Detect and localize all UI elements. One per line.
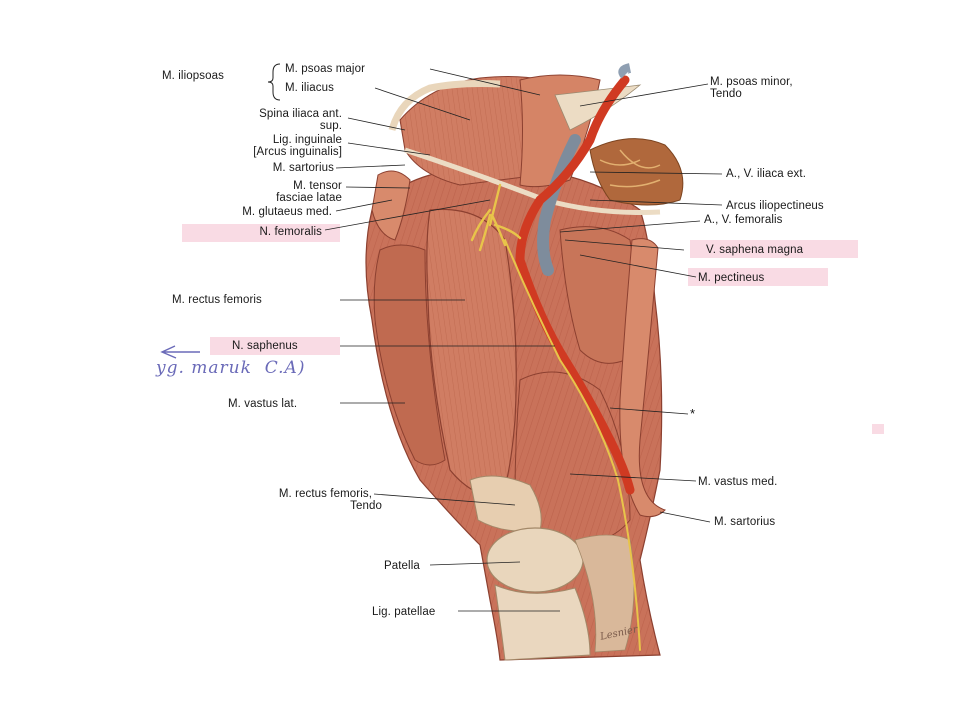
label-iliacus: M. iliacus <box>285 82 334 94</box>
label-psoas-minor-1: M. psoas minor, <box>710 76 793 88</box>
label-rectus-tendo-1: M. rectus femoris, <box>278 488 372 500</box>
label-lig-inguinale-2: [Arcus inguinalis] <box>253 146 342 158</box>
label-pectineus: M. pectineus <box>698 272 765 284</box>
sartorius-muscle <box>619 238 666 518</box>
label-femoralis-av: A., V. femoralis <box>704 214 783 226</box>
hand-arrow-mark <box>160 345 200 359</box>
label-vastus-med: M. vastus med. <box>698 476 778 488</box>
label-tensor-1: M. tensor <box>293 180 342 192</box>
highlight-n-femoralis <box>182 224 340 242</box>
patellar-ligament <box>494 584 591 661</box>
psoas-minor-tendon <box>554 84 642 131</box>
label-iliopsoas: M. iliopsoas <box>162 70 224 82</box>
leader-lines <box>324 68 723 612</box>
label-n-femoralis: N. femoralis <box>259 226 322 238</box>
femoral-vein <box>537 134 581 276</box>
quadriceps-tendon <box>469 475 542 532</box>
label-patella: Patella <box>384 560 420 572</box>
label-sartorius-lower: M. sartorius <box>714 516 776 528</box>
handwritten-note: yg. maruk C.A) <box>156 358 306 378</box>
label-sartorius-upper: M. sartorius <box>272 162 334 174</box>
label-rectus-tendo-2: Tendo <box>350 500 382 512</box>
label-lig-patellae: Lig. patellae <box>372 606 436 618</box>
label-asterisk: * <box>690 406 696 421</box>
label-psoas-major: M. psoas major <box>285 63 366 75</box>
label-iliaca-ext: A., V. iliaca ext. <box>726 168 806 180</box>
label-spina-iliaca-1: Spina iliaca ant. <box>259 108 342 120</box>
highlight-saphena <box>690 240 858 258</box>
saphenous-nerve <box>504 239 641 651</box>
femoral-nerve <box>470 183 522 252</box>
label-psoas-minor-2: Tendo <box>710 88 742 100</box>
label-tensor-2: fasciae latae <box>276 192 342 204</box>
patella <box>486 527 584 593</box>
label-glutaeus: M. glutaeus med. <box>242 206 332 218</box>
iliopsoas-brace <box>267 63 281 101</box>
label-lig-inguinale-1: Lig. inguinale <box>272 134 342 146</box>
highlight-pectineus <box>688 268 828 286</box>
label-n-saphenus: N. saphenus <box>232 340 298 352</box>
label-saphena-magna: V. saphena magna <box>706 244 804 256</box>
pelvic-tissue <box>589 138 684 206</box>
label-rectus-femoris: M. rectus femoris <box>172 294 262 306</box>
iliac-crest <box>388 80 501 132</box>
label-spina-iliaca-2: sup. <box>319 120 342 132</box>
femoral-artery <box>515 75 635 495</box>
label-arcus-iliopectineus: Arcus iliopectineus <box>726 200 824 212</box>
highlight-n-saphenus <box>210 337 340 355</box>
highlight-right-edge <box>872 424 884 434</box>
label-vastus-lat: M. vastus lat. <box>228 398 298 410</box>
